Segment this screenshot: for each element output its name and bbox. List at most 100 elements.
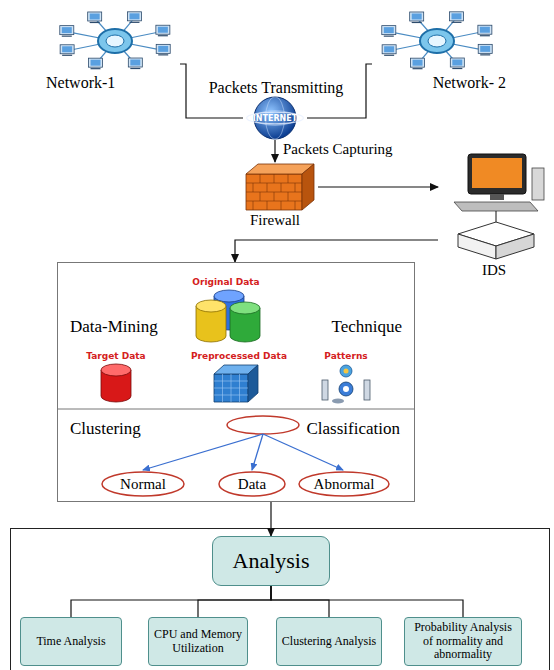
ids-icon xyxy=(438,150,550,262)
class-ellipse: Abnormal xyxy=(298,471,390,497)
network-icon xyxy=(372,8,502,74)
brick-line xyxy=(246,201,302,202)
cylinder-top xyxy=(230,302,260,314)
computer-screen xyxy=(451,13,461,19)
tower xyxy=(532,168,544,200)
section-heading: Technique xyxy=(331,317,402,337)
cluster-ellipse xyxy=(227,416,299,434)
brick-line xyxy=(281,201,282,210)
section-heading: Clustering xyxy=(70,419,141,439)
network-node: Network-1 xyxy=(40,8,180,92)
data-icon xyxy=(208,362,264,404)
computer-base xyxy=(62,36,72,37)
computer-base xyxy=(158,35,168,36)
connector xyxy=(198,586,271,617)
connector xyxy=(71,586,271,617)
firewall-front xyxy=(246,174,302,210)
connector xyxy=(318,186,438,187)
computer-icon xyxy=(60,26,74,35)
data-label: Original Data xyxy=(186,277,266,288)
data-store: Target Data xyxy=(86,351,146,404)
pattern-shape xyxy=(344,369,349,374)
brick-line xyxy=(288,174,289,183)
brick-line xyxy=(295,201,296,210)
split-arrow xyxy=(263,434,343,470)
data-icon xyxy=(188,288,264,344)
network-label: Network-1 xyxy=(40,74,180,92)
ellipse-label: Normal xyxy=(120,476,166,493)
computer-base xyxy=(91,68,101,69)
computer-base xyxy=(452,68,462,69)
computer-icon xyxy=(156,44,170,53)
computer-screen xyxy=(480,27,490,33)
data-icon xyxy=(316,362,376,404)
computer-base xyxy=(129,22,139,23)
computer-screen xyxy=(480,46,490,52)
data-mining-box: Data-MiningTechniqueClusteringClassifica… xyxy=(57,262,415,502)
pattern-shape xyxy=(364,380,370,400)
computer-base xyxy=(480,35,490,36)
internet-node: INTERNET xyxy=(243,96,307,140)
globe-ring xyxy=(247,112,304,124)
analysis-box: Analysis xyxy=(212,536,330,586)
computer-base xyxy=(413,68,423,69)
computer-screen xyxy=(90,13,100,19)
cube-grid xyxy=(214,395,248,396)
pattern-shape xyxy=(340,365,352,377)
computer-icon xyxy=(382,45,396,54)
analysis-item: Time Analysis xyxy=(36,635,105,648)
cylinder-top xyxy=(214,290,244,302)
monitor xyxy=(468,154,526,194)
network-hub xyxy=(420,29,454,53)
connector xyxy=(235,240,438,262)
analysis-panel xyxy=(11,529,550,670)
computer-base xyxy=(130,68,140,69)
analysis-item-box: CPU and Memory Utilization xyxy=(148,617,248,666)
pattern-shape xyxy=(332,399,344,404)
cube-grid xyxy=(239,374,240,402)
class-ellipse: Normal xyxy=(101,471,185,497)
brick-line xyxy=(246,183,302,184)
analysis-item: CPU and Memory Utilization xyxy=(153,628,243,655)
computer-screen xyxy=(158,46,168,52)
connector xyxy=(270,502,271,536)
ellipse xyxy=(219,472,285,496)
class-ellipse: Data xyxy=(218,471,286,497)
data-label: Patterns xyxy=(310,351,382,362)
computer-screen xyxy=(384,46,394,52)
computer-screen xyxy=(130,60,140,66)
brick-line xyxy=(274,174,275,183)
cube-grid xyxy=(231,374,232,402)
firewall-node: Firewall xyxy=(232,162,318,229)
brick-line xyxy=(274,192,275,201)
pattern-shape xyxy=(343,386,349,392)
computer-icon xyxy=(156,25,170,34)
cylinder-top xyxy=(101,364,131,376)
divider xyxy=(58,409,414,410)
network-node: Network- 2 xyxy=(372,8,512,92)
computer-icon xyxy=(410,12,424,21)
ellipse xyxy=(102,472,184,496)
network-label: Network- 2 xyxy=(372,74,512,92)
monitor-stand xyxy=(490,194,504,200)
data-store: Original Data xyxy=(186,277,266,344)
split-arrow xyxy=(143,434,263,470)
ids-box-right xyxy=(496,234,534,259)
firewall-label: Firewall xyxy=(232,212,318,229)
cube-front xyxy=(214,374,248,402)
computer-screen xyxy=(384,27,394,33)
brick-line xyxy=(288,192,289,201)
brick-line xyxy=(253,183,254,192)
keyboard xyxy=(454,202,538,211)
computer-screen xyxy=(413,60,423,66)
connector xyxy=(271,586,463,617)
ids-node: IDS xyxy=(438,150,550,279)
computer-screen xyxy=(158,27,168,33)
globe-label: INTERNET xyxy=(253,114,297,123)
computer-base xyxy=(412,22,422,23)
analysis-item-box: Clustering Analysis xyxy=(276,617,382,666)
computer-icon xyxy=(450,58,464,67)
pattern-icon: Patterns xyxy=(310,351,382,404)
data-label: Target Data xyxy=(86,351,146,362)
brick-line xyxy=(253,201,254,210)
